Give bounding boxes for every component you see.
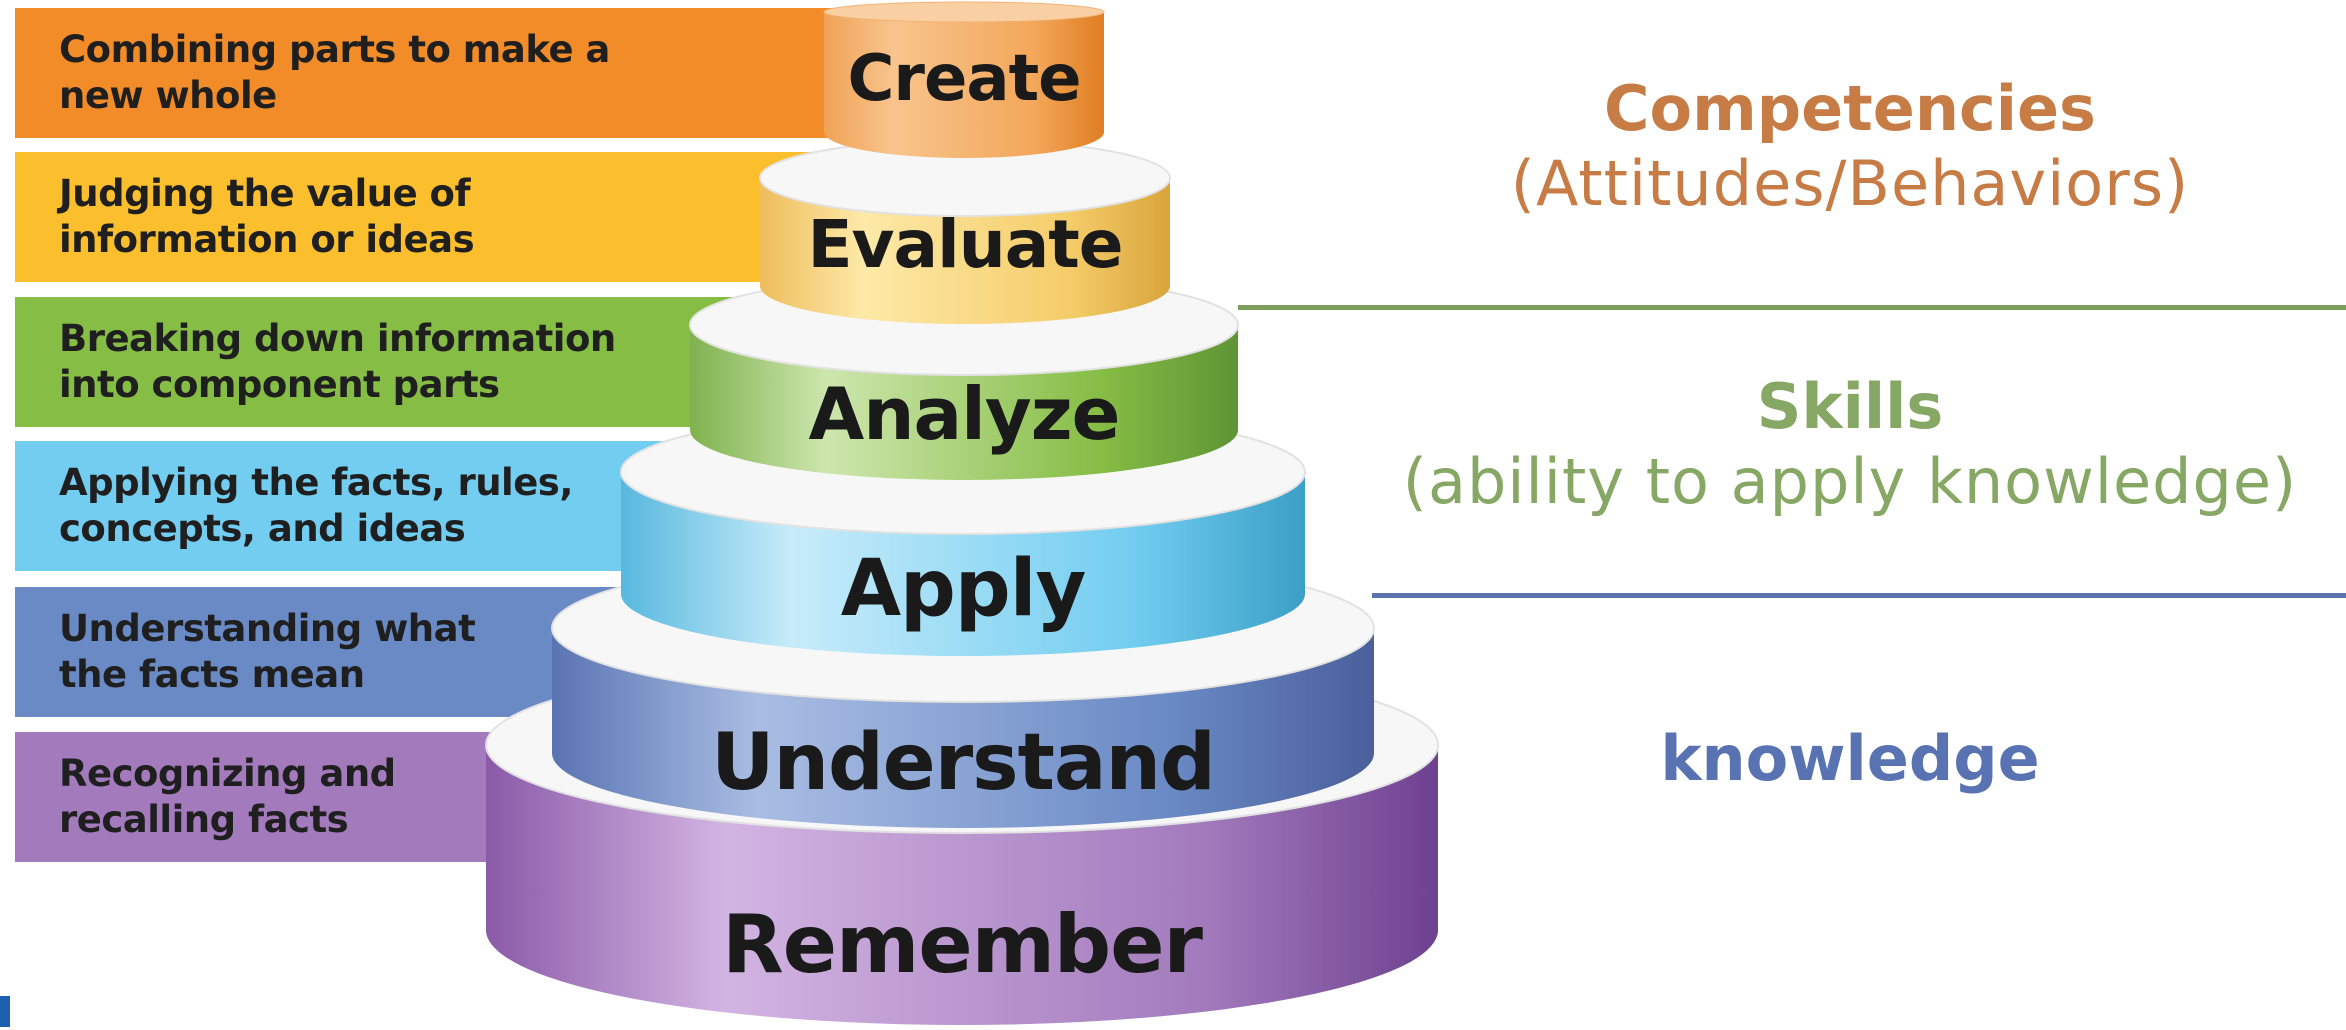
knowledge-block: knowledge: [1370, 722, 2330, 796]
tier-label-create: Create: [847, 42, 1081, 116]
evaluate-description: Judging the value of information or idea…: [59, 172, 475, 261]
analyze-description: Breaking down information into component…: [59, 317, 616, 406]
tier-evaluate: Evaluate: [756, 136, 1174, 326]
create-description: Combining parts to make a new whole: [59, 28, 610, 117]
tier-label-remember: Remember: [722, 898, 1203, 991]
competencies-title: Competencies: [1604, 72, 2096, 145]
skills-subtitle: (ability to apply knowledge): [1402, 445, 2298, 518]
tier-label-apply: Apply: [840, 544, 1087, 634]
corner-mark: [0, 996, 10, 1027]
tier-label-evaluate: Evaluate: [807, 206, 1123, 283]
competencies-block: Competencies (Attitudes/Behaviors): [1370, 72, 2330, 222]
divider-green: [1238, 305, 2346, 310]
competencies-subtitle: (Attitudes/Behaviors): [1510, 147, 2190, 220]
understand-description: Understanding what the facts mean: [59, 607, 476, 696]
remember-description: Recognizing and recalling facts: [59, 752, 396, 841]
tier-label-analyze: Analyze: [808, 372, 1121, 456]
band-create: Combining parts to make a new whole: [15, 8, 895, 138]
skills-title: Skills: [1756, 370, 1944, 443]
tier-create: Create: [822, 1, 1106, 164]
knowledge-title: knowledge: [1660, 722, 2040, 795]
skills-block: Skills (ability to apply knowledge): [1370, 370, 2330, 520]
divider-blue: [1372, 593, 2346, 598]
tier-label-understand: Understand: [711, 718, 1216, 808]
apply-description: Applying the facts, rules, concepts, and…: [59, 461, 573, 550]
